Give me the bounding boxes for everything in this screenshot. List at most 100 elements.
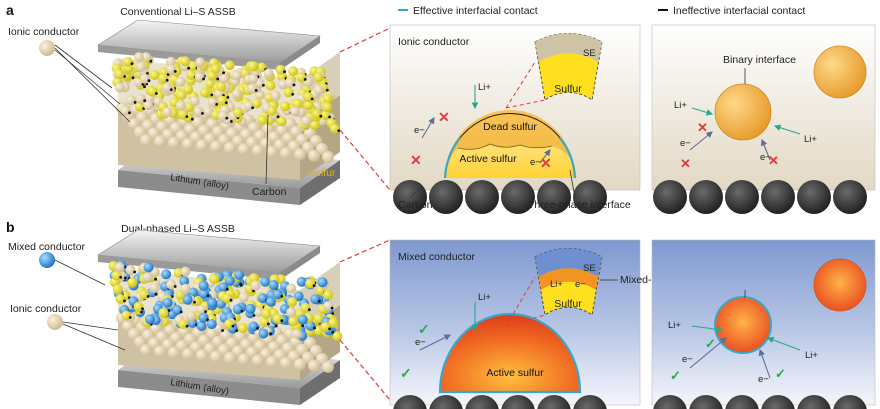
e-minus-label: e−: [682, 354, 693, 365]
ionic-conductor-particle: [196, 304, 207, 315]
pointer-line: [409, 187, 421, 199]
ionic-conductor-particle: [270, 90, 281, 101]
check-mark: ✓: [775, 366, 786, 381]
mixed-conductor-particle: [305, 321, 316, 331]
sulfur-particle: [134, 101, 145, 112]
carbon-sphere: [501, 395, 535, 409]
ionic-conductor-particle: [224, 351, 236, 364]
sulfur-particle: [332, 331, 343, 342]
ineffective-legend-label: Ineffective interfacial contact: [673, 5, 805, 17]
carbon-particle: [143, 85, 146, 89]
box-mixed-conduction: Li+ Li+ e− e− ✓ ✓ ✓: [651, 239, 876, 409]
carbon-bottom-label: Carbon: [398, 199, 433, 211]
mixed-conductor-particle: [218, 282, 229, 293]
mixed-conductor-particle: [145, 314, 155, 325]
sulfur-particle: [112, 284, 123, 295]
carbon-sphere: [761, 180, 795, 214]
carbon-particle: [201, 112, 204, 115]
sulfur-particle: [311, 109, 322, 120]
carbon-particle: [313, 326, 316, 330]
sulfur-particle: [320, 321, 331, 332]
carbon-label-a: Carbon: [252, 186, 287, 198]
carbon-particle: [280, 319, 284, 323]
ionic-conductor-particle: [143, 100, 154, 111]
inset-e-label: e−: [575, 279, 586, 290]
carbon-particle: [280, 295, 284, 298]
inset-li-label: Li+: [550, 279, 563, 290]
ionic-conductor-particle: [180, 283, 191, 294]
carbon-particle: [131, 76, 135, 80]
carbon-particle: [221, 329, 225, 332]
carbon-particle: [328, 115, 331, 119]
ionic-conductor-particle: [162, 107, 173, 117]
ionic-conductor-particle: [114, 262, 125, 273]
zoom-line: [339, 27, 391, 53]
carbon-sphere: [653, 180, 687, 214]
box-ionic-conductor: Ionic conductor Dead sulfur Active sulfu…: [389, 24, 641, 214]
carbon-particle: [225, 116, 229, 120]
mixed-conductor-particle: [224, 275, 235, 286]
carbon-particle: [251, 106, 255, 110]
sulfur-particle: [183, 84, 194, 95]
ionic-conductor-particle: [252, 144, 264, 157]
carbon-particle: [303, 78, 307, 81]
carbon-particle: [206, 294, 210, 298]
e-minus-label: e−: [758, 374, 769, 385]
carbon-sphere: [465, 395, 499, 409]
inset-se-label-b: SE: [583, 263, 596, 274]
ionic-conductor-particle: [248, 73, 259, 84]
mixed-conductor-particle: [296, 276, 307, 287]
sulfur-particle: [248, 61, 259, 72]
ionic-conductor-particle: [120, 105, 131, 116]
ionic-conductor-particle: [313, 85, 324, 96]
mixed-conductor-particle: [161, 269, 172, 280]
mixed-conductor-particle: [182, 294, 193, 305]
cross-mark: ✕: [768, 153, 779, 168]
mixed-conductor-particle: [265, 296, 276, 307]
sulfur-particle: [209, 273, 220, 284]
pointer-line: [62, 323, 126, 351]
carbon-particle: [225, 287, 229, 291]
battery-block-a: Lithium (alloy): [97, 19, 341, 205]
carbon-particle: [143, 99, 147, 103]
inset-se-label-a: SE: [583, 48, 596, 59]
sulfur-particle: [300, 302, 311, 313]
ionic-conductor-particle: [166, 279, 177, 290]
carbon-particle: [330, 306, 334, 310]
ionic-conductor-particle: [154, 135, 166, 148]
box-a1-title: Ionic conductor: [398, 36, 470, 48]
e-minus-label: e−: [415, 337, 426, 348]
mixed-conductor-particle: [258, 328, 269, 339]
ionic-conductor-particle: [140, 73, 150, 84]
carbon-particle: [256, 327, 259, 330]
carbon-particle: [173, 285, 177, 288]
ionic-conductor-particle: [280, 147, 292, 159]
carbon-particle: [215, 103, 219, 106]
panel-b-letter: b: [6, 219, 15, 235]
carbon-sphere: [653, 395, 687, 409]
ionic-conductor-particle: [140, 134, 152, 146]
carbon-particle: [283, 70, 286, 74]
sulfur-particle: [322, 102, 333, 113]
carbon-particle: [312, 284, 316, 287]
active-sulfur-label-a: Active sulfur: [459, 153, 517, 165]
carbon-particle: [123, 276, 127, 280]
carbon-particle: [155, 92, 158, 95]
mixed-conductor-particle: [297, 314, 308, 325]
sulfur-particle: [313, 72, 324, 83]
ionic-conductor-particle: [162, 82, 173, 93]
inset-sulfur-label-a: Sulfur: [554, 83, 582, 95]
sulfur-particle: [233, 107, 243, 118]
sulfur-particle: [265, 80, 276, 91]
carbon-particle: [179, 310, 183, 314]
sulfur-particle: [133, 301, 144, 312]
mixed-conductor-particle: [245, 303, 256, 314]
sulfur-particle: [287, 296, 298, 307]
carbon-particle: [123, 299, 126, 303]
mixed-conductor-particle: [188, 287, 199, 298]
zoom-line: [339, 129, 391, 191]
carbon-particle: [224, 101, 228, 104]
carbon-sphere: [689, 180, 723, 214]
zoom-line: [339, 339, 391, 401]
